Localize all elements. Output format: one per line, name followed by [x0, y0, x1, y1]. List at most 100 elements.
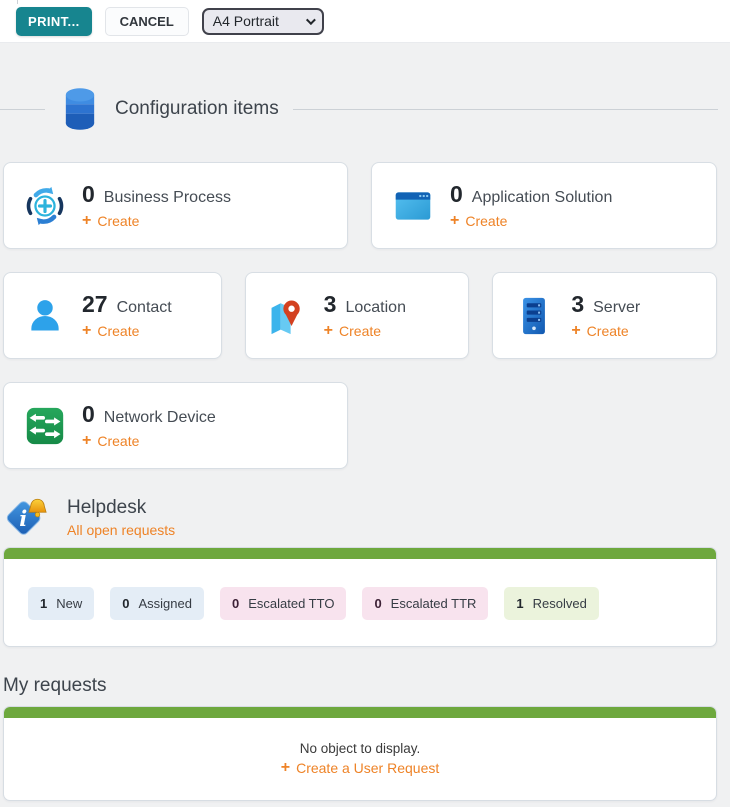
server-link[interactable]: 3 Server — [571, 291, 640, 318]
badge-count: 1 — [40, 596, 48, 611]
card-label: Application Solution — [471, 189, 613, 206]
configuration-items-cards: 0 Business Process + Create — [0, 131, 730, 469]
cards-row-3: 0 Network Device + Create — [3, 382, 717, 469]
badge-label: Escalated TTR — [390, 596, 477, 611]
helpdesk-header: i Helpdesk All open requests — [3, 494, 730, 541]
panel-green-bar — [4, 548, 716, 559]
plus-icon: + — [82, 212, 92, 229]
my-requests-empty-state: No object to display. + Create a User Re… — [4, 718, 716, 800]
plus-icon: + — [323, 322, 334, 339]
card-business-process: 0 Business Process + Create — [3, 162, 348, 249]
create-label: Create — [586, 323, 629, 339]
cancel-button[interactable]: CANCEL — [104, 6, 189, 36]
card-label: Contact — [116, 299, 172, 316]
network-device-link[interactable]: 0 Network Device — [82, 401, 216, 428]
card-count: 0 — [82, 401, 95, 427]
card-server: 3 Server + Create — [492, 272, 717, 359]
card-label: Business Process — [103, 189, 231, 206]
configuration-items-header: Configuration items — [0, 87, 730, 131]
print-toolbar: PRINT... CANCEL A4 Portrait — [0, 0, 730, 43]
panel-green-bar — [4, 707, 716, 718]
card-content: 3 Location + Create — [324, 291, 406, 340]
card-content: 0 Application Solution + Create — [450, 181, 612, 230]
create-application-solution-link[interactable]: + Create — [450, 212, 612, 230]
cards-row-1: 0 Business Process + Create — [3, 162, 717, 249]
map-pin-icon — [267, 296, 307, 336]
create-contact-link[interactable]: + Create — [82, 322, 172, 340]
cards-row-2: 27 Contact + Create — [3, 272, 717, 359]
badge-count: 0 — [231, 596, 240, 611]
helpdesk-status-badges: 1 New 0 Assigned 0 Escalated TTO 0 Escal… — [4, 559, 716, 646]
business-process-link[interactable]: 0 Business Process — [82, 181, 231, 208]
badge-count: 0 — [122, 596, 130, 611]
print-button[interactable]: PRINT... — [16, 6, 92, 36]
card-location: 3 Location + Create — [244, 272, 470, 359]
helpdesk-header-text: Helpdesk All open requests — [67, 497, 175, 538]
create-location-link[interactable]: + Create — [324, 322, 406, 340]
contact-link[interactable]: 27 Contact — [82, 291, 172, 318]
card-network-device: 0 Network Device + Create — [3, 382, 348, 469]
server-tower-icon — [514, 296, 554, 336]
paper-format-value: A4 Portrait — [212, 13, 279, 29]
divider — [0, 108, 45, 110]
badge-count: 1 — [516, 596, 524, 611]
plus-icon: + — [450, 212, 460, 229]
application-solution-link[interactable]: 0 Application Solution — [450, 181, 612, 208]
database-icon — [63, 87, 97, 131]
create-network-device-link[interactable]: + Create — [82, 432, 216, 450]
create-label: Create — [97, 323, 140, 339]
badge-label: New — [56, 596, 83, 611]
all-open-requests-link[interactable]: All open requests — [67, 522, 176, 538]
business-process-icon — [25, 186, 65, 226]
card-count: 3 — [571, 291, 585, 317]
badge-new[interactable]: 1 New — [28, 587, 95, 620]
empty-state-text: No object to display. — [299, 741, 421, 756]
network-switch-icon — [25, 406, 65, 446]
divider — [17, 0, 18, 4]
badge-escalated-ttr[interactable]: 0 Escalated TTR — [362, 587, 489, 620]
badge-label: Assigned — [138, 596, 192, 611]
card-count: 0 — [450, 181, 463, 207]
plus-icon: + — [82, 432, 92, 449]
badge-assigned[interactable]: 0 Assigned — [110, 587, 204, 620]
section-title-helpdesk: Helpdesk — [67, 497, 147, 518]
helpdesk-info-bell-icon: i — [3, 494, 49, 541]
create-label: Create — [465, 213, 508, 229]
create-business-process-link[interactable]: + Create — [82, 212, 231, 230]
card-label: Location — [345, 299, 406, 316]
create-label: Create a User Request — [296, 760, 440, 776]
create-server-link[interactable]: + Create — [571, 322, 640, 340]
badge-escalated-tto[interactable]: 0 Escalated TTO — [219, 587, 347, 620]
create-user-request-link[interactable]: + Create a User Request — [281, 759, 440, 777]
card-content: 3 Server + Create — [571, 291, 640, 340]
card-count: 0 — [82, 181, 95, 207]
location-link[interactable]: 3 Location — [324, 291, 406, 318]
chevron-down-icon — [305, 14, 316, 25]
card-content: 0 Business Process + Create — [82, 181, 231, 230]
badge-resolved[interactable]: 1 Resolved — [504, 587, 599, 620]
paper-format-select[interactable]: A4 Portrait — [201, 7, 324, 35]
card-label: Server — [593, 299, 641, 316]
section-title-configuration-items: Configuration items — [115, 98, 279, 119]
plus-icon: + — [280, 759, 291, 776]
badge-label: Escalated TTO — [248, 596, 335, 611]
svg-text:i: i — [19, 506, 27, 531]
card-label: Network Device — [103, 409, 216, 426]
card-count: 3 — [323, 291, 337, 317]
create-label: Create — [339, 323, 382, 339]
card-content: 27 Contact + Create — [82, 291, 172, 340]
card-content: 0 Network Device + Create — [82, 401, 216, 450]
helpdesk-panel: 1 New 0 Assigned 0 Escalated TTO 0 Escal… — [3, 547, 717, 647]
plus-icon: + — [82, 322, 92, 339]
plus-icon: + — [571, 322, 581, 339]
create-label: Create — [97, 433, 140, 449]
card-count: 27 — [82, 291, 108, 317]
divider — [292, 108, 718, 110]
badge-count: 0 — [374, 596, 382, 611]
person-icon — [25, 296, 65, 336]
application-window-icon — [393, 186, 433, 226]
my-requests-panel: No object to display. + Create a User Re… — [3, 706, 717, 801]
badge-label: Resolved — [532, 596, 587, 611]
section-title-my-requests: My requests — [3, 675, 107, 696]
card-contact: 27 Contact + Create — [3, 272, 222, 359]
